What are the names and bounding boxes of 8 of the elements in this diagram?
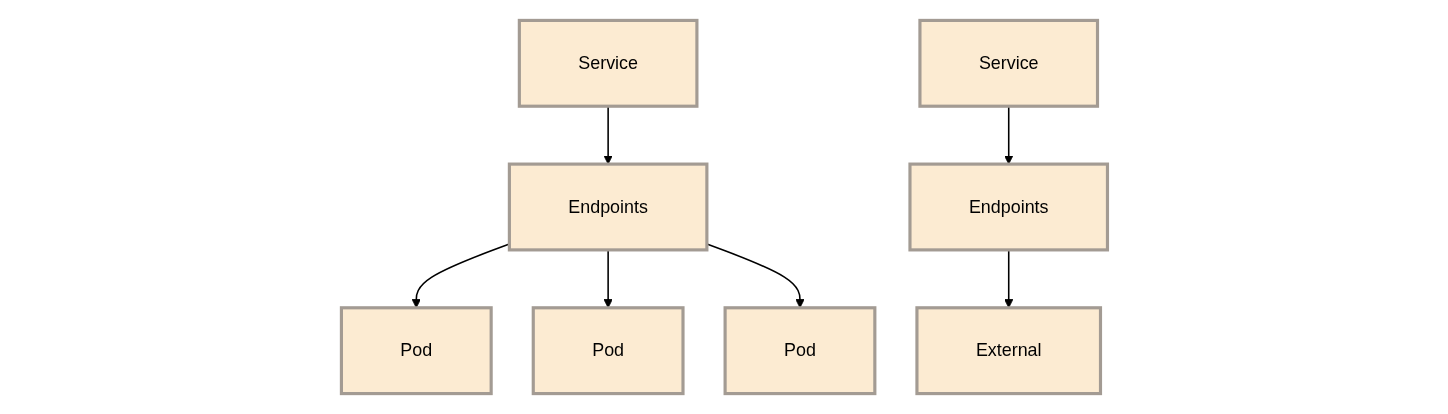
node-box: Pod: [723, 306, 876, 396]
node-box: Service: [517, 18, 699, 108]
node-box: Endpoints: [507, 162, 708, 252]
node-box: External: [914, 306, 1102, 396]
node-box: Pod: [339, 306, 493, 396]
node-box: Pod: [531, 306, 685, 396]
node-box: Endpoints: [907, 162, 1109, 252]
node-box: Service: [917, 18, 1099, 108]
